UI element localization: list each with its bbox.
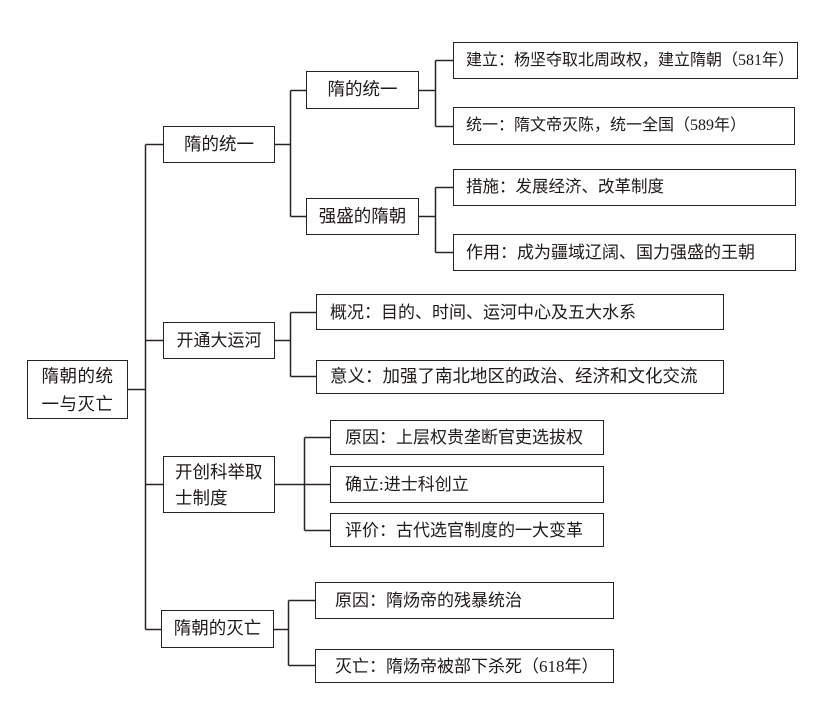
connector-sui-fall	[274, 599, 315, 667]
subnode-prosperous-sui: 强盛的隋朝	[306, 198, 419, 235]
node-root: 隋朝的统 一与灭亡	[27, 360, 128, 419]
node-root-line2: 一与灭亡	[41, 393, 114, 414]
branch-grand-canal: 开通大运河	[163, 322, 275, 359]
leaf-exam-reason: 原因：上层权贵垄断官吏选拔权	[330, 420, 604, 455]
connector-root-trunk	[128, 143, 163, 631]
connector-grand-canal	[275, 311, 316, 378]
leaf-exam-establishment: 确立:进士科创立	[330, 466, 604, 503]
connector-sui-unification	[275, 89, 306, 218]
branch-imperial-exam: 开创科举取 士制度	[163, 456, 275, 513]
connector-sui-unification-sub	[419, 59, 453, 128]
leaf-unification: 统一：隋文帝灭陈，统一全国（589年）	[453, 107, 795, 145]
leaf-fall-reason: 原因：隋炀帝的残暴统治	[315, 582, 614, 619]
node-root-line1: 隋朝的统	[41, 365, 114, 386]
subnode-sui-unification: 隋的统一	[306, 71, 419, 109]
connector-imperial-exam	[275, 436, 330, 532]
branch-sui-unification: 隋的统一	[163, 126, 275, 163]
leaf-fall-death: 灭亡：隋炀帝被部下杀死（618年）	[315, 649, 614, 683]
leaf-canal-overview: 概况：目的、时间、运河中心及五大水系	[316, 294, 724, 330]
branch-sui-fall: 隋朝的灭亡	[161, 610, 274, 648]
branch-imperial-exam-line1: 开创科举取	[175, 461, 263, 482]
leaf-measures: 措施：发展经济、改革制度	[453, 169, 796, 206]
branch-imperial-exam-line2: 士制度	[175, 487, 228, 508]
leaf-establishment: 建立：杨坚夺取北周政权，建立隋朝（581年）	[453, 42, 798, 79]
leaf-canal-significance: 意义：加强了南北地区的政治、经济和文化交流	[316, 360, 724, 394]
leaf-effect: 作用：成为疆域辽阔、国力强盛的王朝	[453, 234, 796, 271]
leaf-exam-evaluation: 评价：古代选官制度的一大变革	[330, 513, 604, 547]
connector-prosperous-sui	[419, 186, 453, 254]
